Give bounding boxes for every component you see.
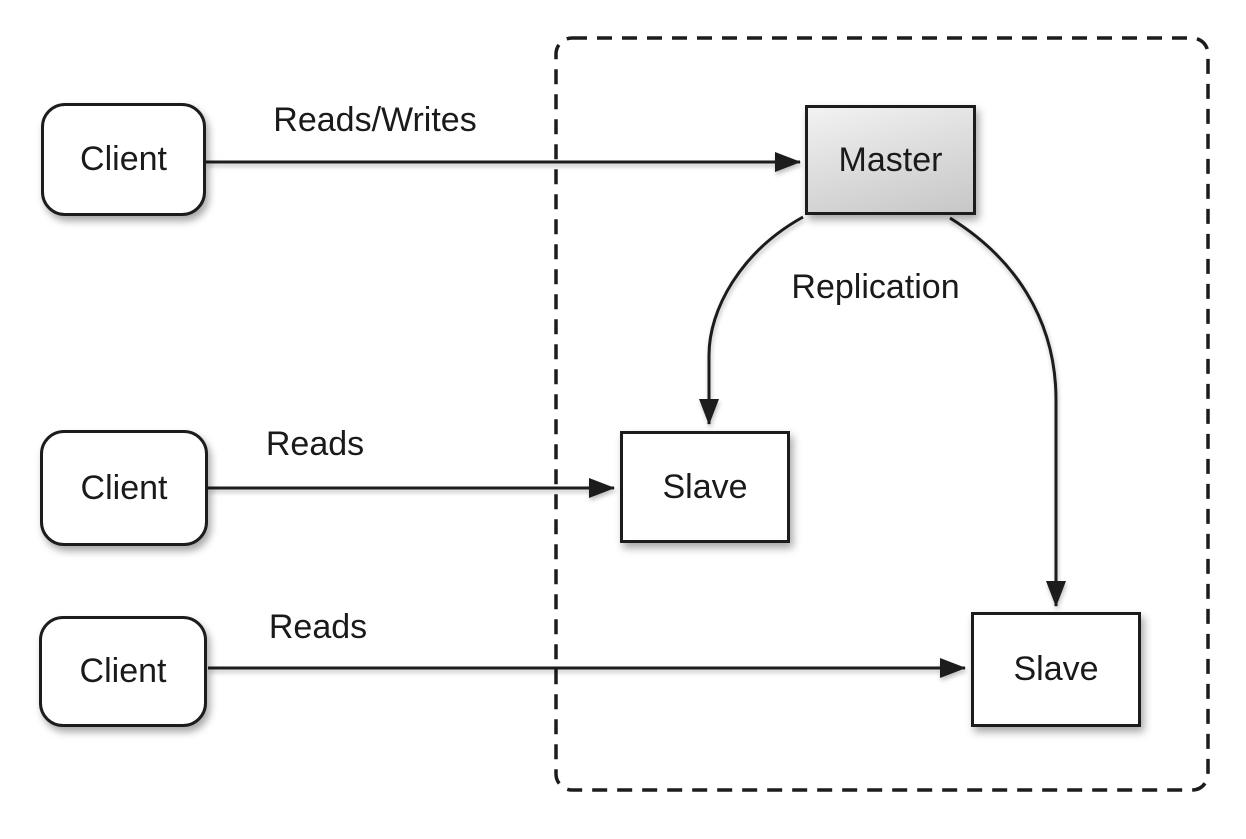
node-slave-2-label: Slave [1013, 650, 1099, 688]
node-client-1-label: Client [80, 140, 167, 178]
node-client-2-label: Client [80, 468, 168, 507]
node-slave-1-label: Slave [662, 467, 748, 506]
edge-label-reads-bottom: Reads [268, 608, 368, 646]
node-master-label: Master [838, 140, 943, 179]
node-client-3-label: Client [79, 652, 167, 690]
node-slave-2: Slave [971, 612, 1141, 727]
edge-label-reads-middle: Reads [265, 425, 365, 463]
node-client-2: Client [40, 430, 208, 546]
replication-cluster-boundary [554, 36, 1210, 792]
edge-master-to-slave1 [699, 215, 804, 425]
edge-label-replication: Replication [791, 268, 960, 306]
node-master: Master [805, 105, 976, 215]
node-client-3: Client [39, 616, 207, 727]
edge-label-reads-writes: Reads/Writes [273, 101, 477, 139]
node-client-1: Client [41, 103, 206, 216]
node-slave-1: Slave [620, 431, 790, 543]
edge-master-to-slave2 [949, 216, 1066, 607]
